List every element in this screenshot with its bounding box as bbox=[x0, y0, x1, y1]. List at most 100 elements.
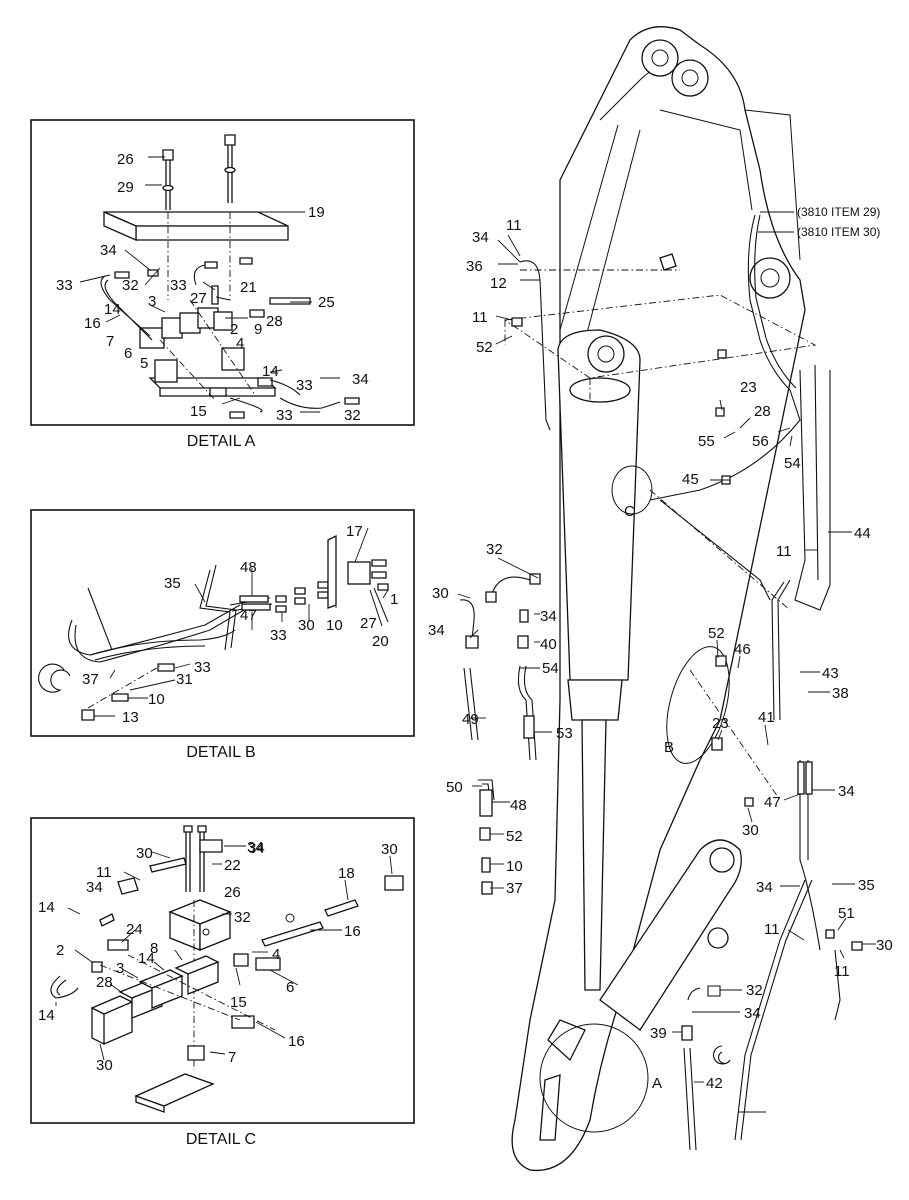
view-letter-a: A bbox=[652, 1075, 662, 1092]
detail-b-ellipse bbox=[666, 646, 730, 764]
callout-label: 32 bbox=[486, 541, 503, 558]
callout-label: 53 bbox=[556, 725, 573, 742]
callout-label: 14 bbox=[38, 1007, 55, 1024]
callout-label: 34 bbox=[100, 242, 117, 259]
callout-label: 20 bbox=[372, 633, 389, 650]
callout-label: 15 bbox=[230, 994, 247, 1011]
callout-label: 10 bbox=[506, 858, 523, 875]
callout-label: 11 bbox=[96, 864, 112, 881]
callout-label: 51 bbox=[838, 905, 855, 922]
callout-label: 28 bbox=[96, 974, 113, 991]
callout-label: 34 bbox=[352, 371, 369, 388]
callout-label: 26 bbox=[117, 151, 134, 168]
callout-label: 34 bbox=[86, 879, 103, 896]
callout-label: 10 bbox=[326, 617, 343, 634]
callout-label: 32 bbox=[234, 909, 251, 926]
reference-item-29: (3810 ITEM 29) bbox=[797, 205, 880, 219]
callout-label: 39 bbox=[650, 1025, 667, 1042]
callout-label: 4 bbox=[272, 946, 280, 963]
detail-b-drawing bbox=[30, 509, 415, 737]
callout-label: 6 bbox=[286, 979, 294, 996]
callout-label: 46 bbox=[734, 641, 751, 658]
callout-label: 11 bbox=[472, 309, 488, 326]
callout-label: 35 bbox=[858, 877, 875, 894]
boom-drawing bbox=[459, 26, 863, 1172]
boom-cylinder bbox=[557, 329, 641, 681]
leader-lines bbox=[55, 156, 876, 1113]
detail-c-caption: DETAIL C bbox=[186, 1131, 256, 1148]
view-letter-b: B bbox=[664, 739, 674, 756]
callout-label: 43 bbox=[822, 665, 839, 682]
valve-block-7c bbox=[90, 995, 134, 1046]
callout-label: 30 bbox=[381, 841, 398, 858]
callout-label: 32 bbox=[122, 277, 139, 294]
callout-label: 33 bbox=[170, 277, 187, 294]
callout-label: 11 bbox=[776, 543, 792, 560]
callout-label: 49 bbox=[462, 711, 479, 728]
callout-label: 52 bbox=[708, 625, 725, 642]
callout-label: 32 bbox=[344, 407, 361, 424]
detail-c-ellipse bbox=[611, 465, 653, 515]
callout-label: 34 bbox=[428, 622, 445, 639]
callout-label: 29 bbox=[117, 179, 134, 196]
callout-label: 2 bbox=[56, 942, 64, 959]
callout-label: 52 bbox=[476, 339, 493, 356]
callout-label: 30 bbox=[136, 845, 153, 862]
callout-label: 54 bbox=[784, 455, 801, 472]
callout-label: 44 bbox=[854, 525, 871, 542]
callout-label: 24 bbox=[126, 921, 143, 938]
callout-label: 52 bbox=[506, 828, 523, 845]
callout-label: 36 bbox=[466, 258, 483, 275]
callout-label: 34 bbox=[472, 229, 489, 246]
callout-label: 34 bbox=[744, 1005, 761, 1022]
callout-label: 1 bbox=[390, 591, 398, 608]
callout-label: 31 bbox=[176, 671, 193, 688]
callout-label: 11 bbox=[834, 963, 850, 980]
detail-b-caption: DETAIL B bbox=[186, 744, 255, 761]
callout-label: 14 bbox=[104, 301, 121, 318]
callout-label: 50 bbox=[446, 779, 463, 796]
callout-label: 19 bbox=[308, 204, 325, 221]
callout-label: 38 bbox=[832, 685, 849, 702]
callout-label: 41 bbox=[758, 709, 775, 726]
callout-label: 47 bbox=[240, 607, 257, 624]
callout-label: 33 bbox=[194, 659, 211, 676]
callout-label: 10 bbox=[148, 691, 165, 708]
callout-label: 9 bbox=[254, 321, 262, 338]
detail-b-frame bbox=[30, 509, 415, 737]
callout-label: 8 bbox=[150, 940, 158, 957]
callout-label: 7 bbox=[228, 1049, 236, 1066]
detail-a-caption: DETAIL A bbox=[187, 433, 256, 450]
callout-label: 17 bbox=[346, 523, 363, 540]
callout-label: 4 bbox=[236, 335, 244, 352]
callout-label: 6 bbox=[124, 345, 132, 362]
callout-label: 37 bbox=[82, 671, 99, 688]
callout-label: 30 bbox=[96, 1057, 113, 1074]
callout-label: 48 bbox=[240, 559, 257, 576]
callout-label: 55 bbox=[698, 433, 715, 450]
callout-label: 42 bbox=[706, 1075, 723, 1092]
callout-label: 30 bbox=[742, 822, 759, 839]
callout-label: 47 bbox=[764, 794, 781, 811]
callout-label: 22 bbox=[224, 857, 241, 874]
callout-label: 48 bbox=[510, 797, 527, 814]
detail-a-frame bbox=[30, 119, 415, 426]
callout-label: 14 bbox=[262, 363, 279, 380]
callout-label: 34 bbox=[248, 840, 265, 857]
callout-label: 45 bbox=[682, 471, 699, 488]
callout-label: 27 bbox=[360, 615, 377, 632]
callout-label: 7 bbox=[106, 333, 114, 350]
callout-label: 40 bbox=[540, 636, 557, 653]
callout-label: 56 bbox=[752, 433, 769, 450]
callout-label: 30 bbox=[876, 937, 893, 954]
callout-label: 3 bbox=[148, 293, 156, 310]
callout-label: 33 bbox=[56, 277, 73, 294]
callout-label: 5 bbox=[140, 355, 148, 372]
callout-label: 11 bbox=[764, 921, 780, 938]
callout-label: 11 bbox=[506, 217, 522, 234]
callout-label: 14 bbox=[138, 950, 155, 967]
callout-label: 30 bbox=[298, 617, 315, 634]
callout-label: 27 bbox=[190, 290, 207, 307]
